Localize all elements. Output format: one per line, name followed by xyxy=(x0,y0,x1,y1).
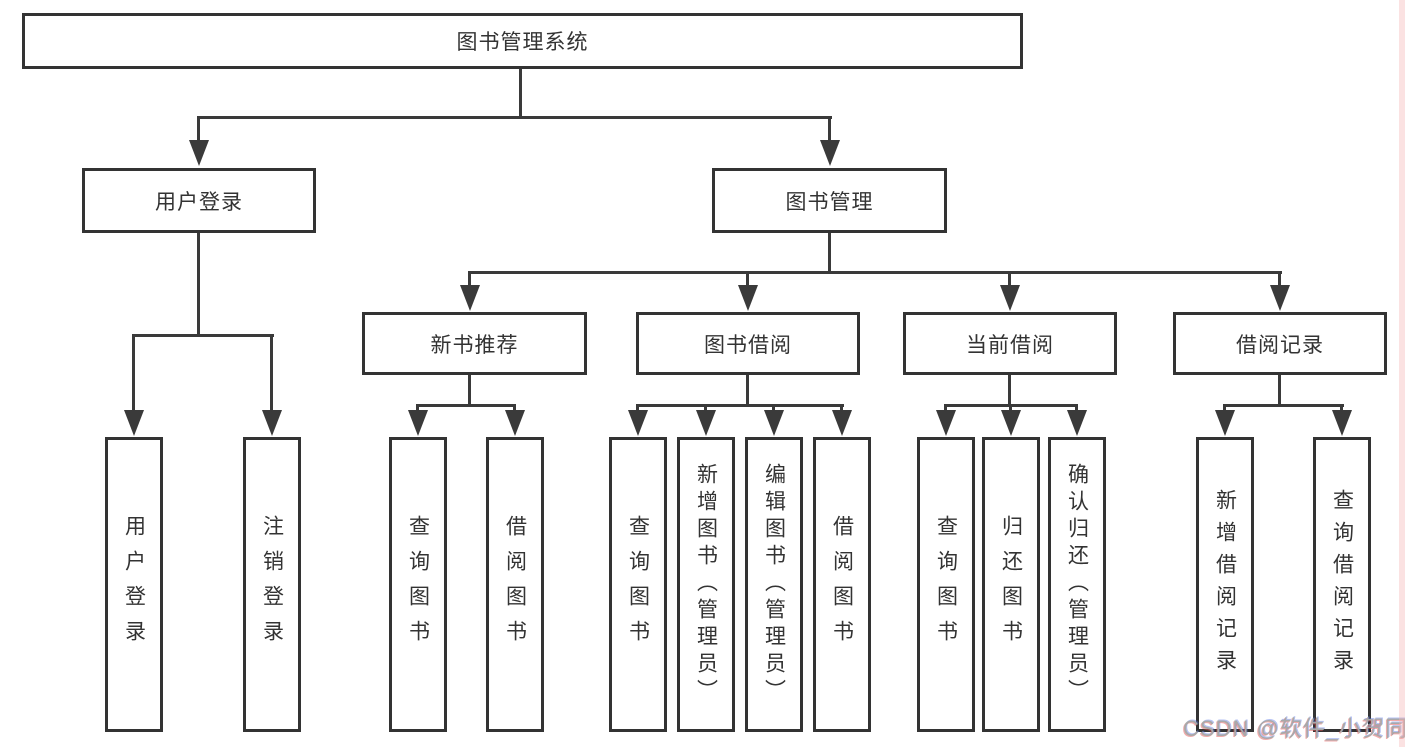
node-book-management: 图书管理 xyxy=(712,168,947,233)
leaf-confirm-return-admin-label: 确认归还（管理员） xyxy=(1065,463,1089,706)
leaf-logout-label: 注销登录 xyxy=(260,514,284,655)
connector-line xyxy=(1008,375,1011,406)
arrowhead-icon xyxy=(1001,410,1021,436)
arrowhead-icon xyxy=(1332,410,1352,436)
node-borrow-records-label: 借阅记录 xyxy=(1236,333,1324,357)
connector-line xyxy=(636,404,844,407)
arrowhead-icon xyxy=(1270,285,1290,311)
connector-line xyxy=(197,116,832,119)
leaf-query-borrow-record-label: 查询借阅记录 xyxy=(1330,488,1354,681)
connector-line xyxy=(270,334,273,412)
leaf-confirm-return-admin: 确认归还（管理员） xyxy=(1048,437,1106,732)
leaf-return-book: 归还图书 xyxy=(982,437,1040,732)
leaf-query-book-borrow-label: 查询图书 xyxy=(626,514,650,655)
leaf-borrow-book-label: 借阅图书 xyxy=(830,514,854,655)
connector-line xyxy=(416,404,516,407)
connector-line xyxy=(636,404,639,413)
arrowhead-icon xyxy=(124,410,144,436)
leaf-borrow-book: 借阅图书 xyxy=(813,437,871,732)
arrowhead-icon xyxy=(628,410,648,436)
arrowhead-icon xyxy=(262,410,282,436)
leaf-query-book-borrow: 查询图书 xyxy=(609,437,667,732)
leaf-user-login-label: 用户登录 xyxy=(122,514,146,655)
arrowhead-icon xyxy=(936,410,956,436)
connector-line xyxy=(828,116,831,142)
connector-line xyxy=(1009,404,1012,413)
node-root: 图书管理系统 xyxy=(22,13,1023,69)
leaf-return-book-label: 归还图书 xyxy=(999,514,1023,655)
arrowhead-icon xyxy=(1215,410,1235,436)
node-user-login: 用户登录 xyxy=(82,168,316,233)
node-root-label: 图书管理系统 xyxy=(456,31,589,54)
connector-line xyxy=(1278,271,1281,287)
connector-line xyxy=(468,271,1282,274)
connector-line xyxy=(746,375,749,406)
connector-line xyxy=(519,69,522,119)
arrowhead-icon xyxy=(764,410,784,436)
arrowhead-icon xyxy=(1067,410,1087,436)
node-book-borrow: 图书借阅 xyxy=(636,312,860,375)
connector-line xyxy=(513,404,516,413)
leaf-add-book-admin-label: 新增图书（管理员） xyxy=(694,463,718,706)
connector-line xyxy=(1223,404,1344,407)
leaf-borrow-book-recommend-label: 借阅图书 xyxy=(503,514,527,655)
connector-line xyxy=(746,271,749,287)
leaf-user-login: 用户登录 xyxy=(105,437,163,732)
connector-line xyxy=(197,233,200,337)
node-book-borrow-label: 图书借阅 xyxy=(704,333,792,357)
arrowhead-icon xyxy=(696,410,716,436)
node-user-login-label: 用户登录 xyxy=(155,190,243,214)
arrowhead-icon xyxy=(505,410,525,436)
leaf-query-book-recommend-label: 查询图书 xyxy=(406,514,430,655)
node-current-borrow-label: 当前借阅 xyxy=(966,333,1054,357)
leaf-query-book-current: 查询图书 xyxy=(917,437,975,732)
arrowhead-icon xyxy=(189,140,209,166)
arrowhead-icon xyxy=(832,410,852,436)
connector-line xyxy=(1075,404,1078,413)
connector-line xyxy=(828,233,831,274)
leaf-logout: 注销登录 xyxy=(243,437,301,732)
leaf-add-book-admin: 新增图书（管理员） xyxy=(677,437,735,732)
csdn-watermark: CSDN @软件_小贺同学 xyxy=(1183,716,1405,741)
connector-line xyxy=(772,404,775,413)
connector-line xyxy=(944,404,947,413)
connector-line xyxy=(704,404,707,413)
leaf-query-book-recommend: 查询图书 xyxy=(389,437,447,732)
connector-line xyxy=(1223,404,1226,413)
right-edge-tint xyxy=(1399,0,1405,747)
arrowhead-icon xyxy=(460,285,480,311)
leaf-edit-book-admin-label: 编辑图书（管理员） xyxy=(762,463,786,706)
arrowhead-icon xyxy=(1000,285,1020,311)
connector-line xyxy=(1008,271,1011,287)
connector-line xyxy=(132,334,135,412)
leaf-borrow-book-recommend: 借阅图书 xyxy=(486,437,544,732)
node-borrow-records: 借阅记录 xyxy=(1173,312,1387,375)
leaf-add-borrow-record: 新增借阅记录 xyxy=(1196,437,1254,732)
leaf-edit-book-admin: 编辑图书（管理员） xyxy=(745,437,803,732)
connector-line xyxy=(468,271,471,287)
connector-line xyxy=(1278,375,1281,406)
connector-line xyxy=(468,375,471,406)
connector-line xyxy=(416,404,419,413)
leaf-query-book-current-label: 查询图书 xyxy=(934,514,958,655)
connector-line xyxy=(132,334,274,337)
node-new-book-recommend: 新书推荐 xyxy=(362,312,587,375)
node-new-book-recommend-label: 新书推荐 xyxy=(430,333,519,357)
arrowhead-icon xyxy=(738,285,758,311)
arrowhead-icon xyxy=(820,140,840,166)
connector-line xyxy=(197,116,200,142)
leaf-query-borrow-record: 查询借阅记录 xyxy=(1313,437,1371,732)
node-book-management-label: 图书管理 xyxy=(785,190,874,214)
node-current-borrow: 当前借阅 xyxy=(903,312,1117,375)
connector-line xyxy=(840,404,843,413)
arrowhead-icon xyxy=(408,410,428,436)
leaf-add-borrow-record-label: 新增借阅记录 xyxy=(1213,488,1237,681)
connector-line xyxy=(1340,404,1343,413)
